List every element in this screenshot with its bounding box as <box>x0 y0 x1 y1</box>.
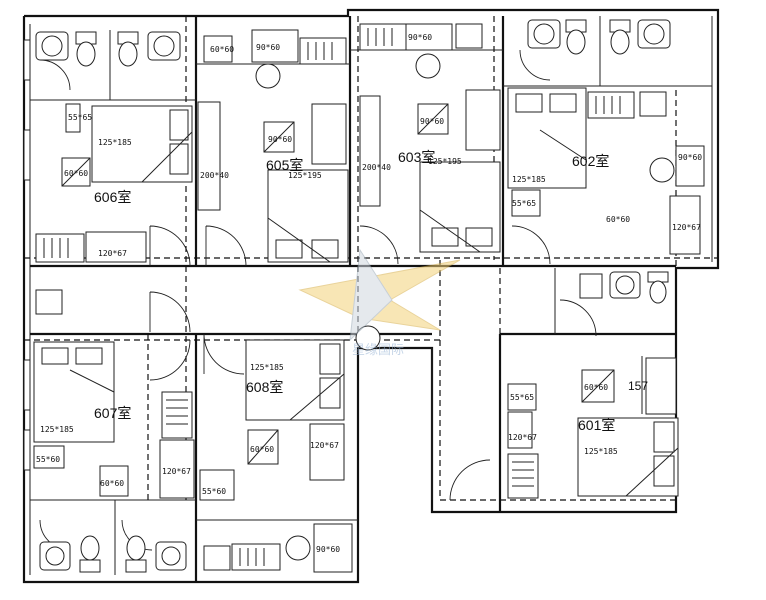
room-label-606: 606室 <box>94 189 131 205</box>
watermark-text: 星缘国际 <box>352 342 404 357</box>
dim-table-601: 60*60 <box>584 383 608 392</box>
dim-bed-607: 125*185 <box>40 425 74 434</box>
dim-tv-602: 55*65 <box>512 199 536 208</box>
room-label-602: 602室 <box>572 153 609 169</box>
dim-157: 157 <box>628 379 648 393</box>
room-label-607: 607室 <box>94 405 131 421</box>
dim-cab-608: 90*60 <box>316 545 340 554</box>
dim-desk-603: 200*40 <box>362 163 391 172</box>
dim-tv-601: 55*65 <box>510 393 534 402</box>
dim-wardrobe-601: 120*67 <box>508 433 537 442</box>
furniture-pieces <box>33 23 705 573</box>
dim-tv-608: 55*60 <box>202 487 226 496</box>
dim-tv-600: 60*60 <box>210 45 234 54</box>
dimension-labels: 125*185 120*67 55*65 60*60 200*40 125*19… <box>36 33 702 554</box>
room-label-605: 605室 <box>266 157 303 173</box>
windows <box>23 39 31 471</box>
room-label-603: 603室 <box>398 149 435 165</box>
dim-tv-607: 55*60 <box>36 455 60 464</box>
dim-sofa-606: 120*67 <box>98 249 127 258</box>
dim-wardrobe-602: 120*67 <box>672 223 701 232</box>
dim-table-608: 60*60 <box>250 445 274 454</box>
room-label-601: 601室 <box>578 417 615 433</box>
dim-table-602: 60*60 <box>606 215 630 224</box>
dim-cab-605: 90*60 <box>256 43 280 52</box>
dim-bed-606: 125*185 <box>98 138 132 147</box>
dim-cab-603: 90*60 <box>408 33 432 42</box>
watermark-logo: 星缘国际 <box>298 248 461 357</box>
dim-bed-603: 125*195 <box>428 157 462 166</box>
dim-bed-602: 125*185 <box>512 175 546 184</box>
dim-table-607: 60*60 <box>100 479 124 488</box>
dim-table-603: 90*60 <box>420 117 444 126</box>
dim-bed-608: 125*185 <box>250 363 284 372</box>
dim-wardrobe-608: 120*67 <box>310 441 339 450</box>
dim-bed-601: 125*185 <box>584 447 618 456</box>
room-label-608: 608室 <box>246 379 283 395</box>
dim-bed-605: 125*195 <box>288 171 322 180</box>
dim-wardrobe-607: 120*67 <box>162 467 191 476</box>
dim-tv-606: 55*65 <box>68 113 92 122</box>
room-labels: 606室 605室 603室 602室 607室 608室 601室 <box>94 149 615 433</box>
dim-table-605: 90*60 <box>268 135 292 144</box>
sanitary <box>35 19 675 573</box>
dim-desk-605: 200*40 <box>200 171 229 180</box>
outer-walls <box>22 8 720 584</box>
dim-table-606: 60*60 <box>64 169 88 178</box>
dim-cab-602: 90*60 <box>678 153 702 162</box>
beds <box>33 87 679 497</box>
